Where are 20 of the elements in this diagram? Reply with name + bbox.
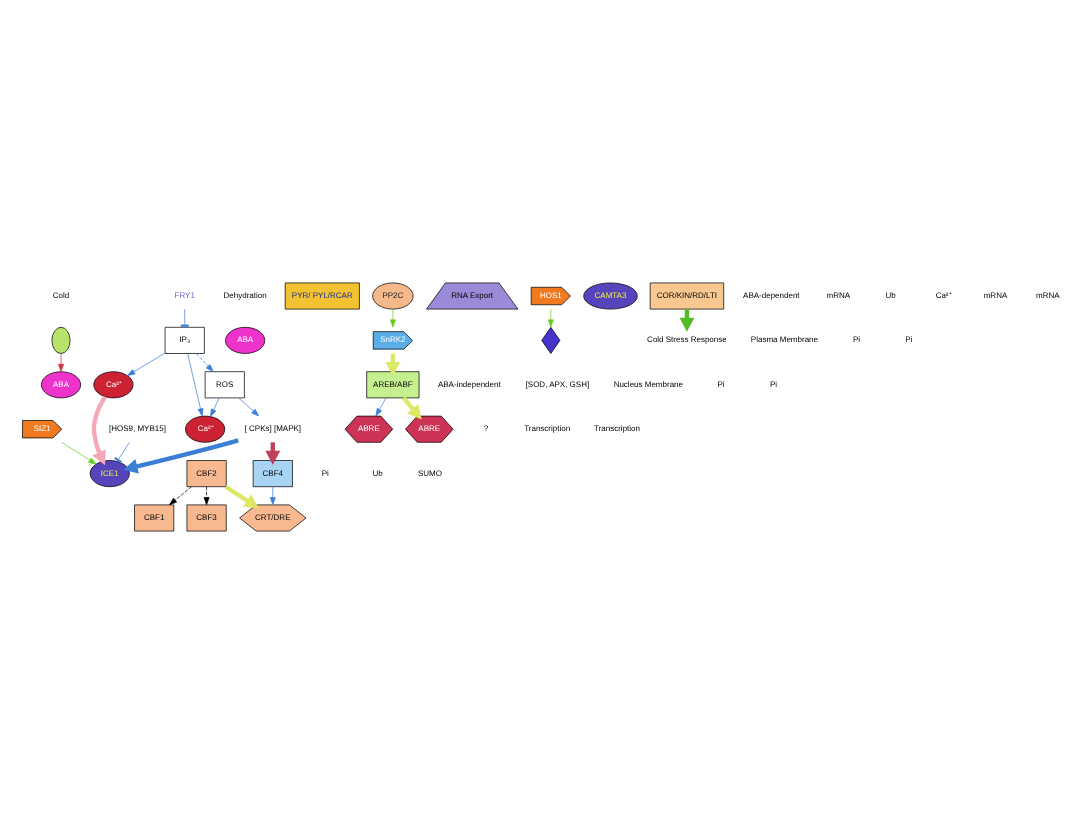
arrow	[210, 397, 220, 417]
arrow	[61, 442, 97, 465]
arrow	[547, 308, 554, 328]
arrow	[195, 353, 214, 372]
arrow	[123, 438, 239, 474]
arrow	[169, 486, 192, 506]
arrow	[127, 352, 166, 376]
arrow	[375, 397, 387, 417]
arrow	[58, 353, 64, 372]
arrow	[91, 395, 107, 466]
connector	[114, 442, 130, 463]
arrow	[238, 397, 260, 417]
node-ellipse	[51, 326, 71, 354]
arrow	[203, 486, 210, 506]
node-diamond	[541, 326, 561, 354]
arrow	[389, 308, 396, 328]
arrow	[269, 486, 276, 506]
arrow	[224, 484, 259, 509]
arrow	[187, 353, 204, 417]
connector	[180, 308, 189, 328]
